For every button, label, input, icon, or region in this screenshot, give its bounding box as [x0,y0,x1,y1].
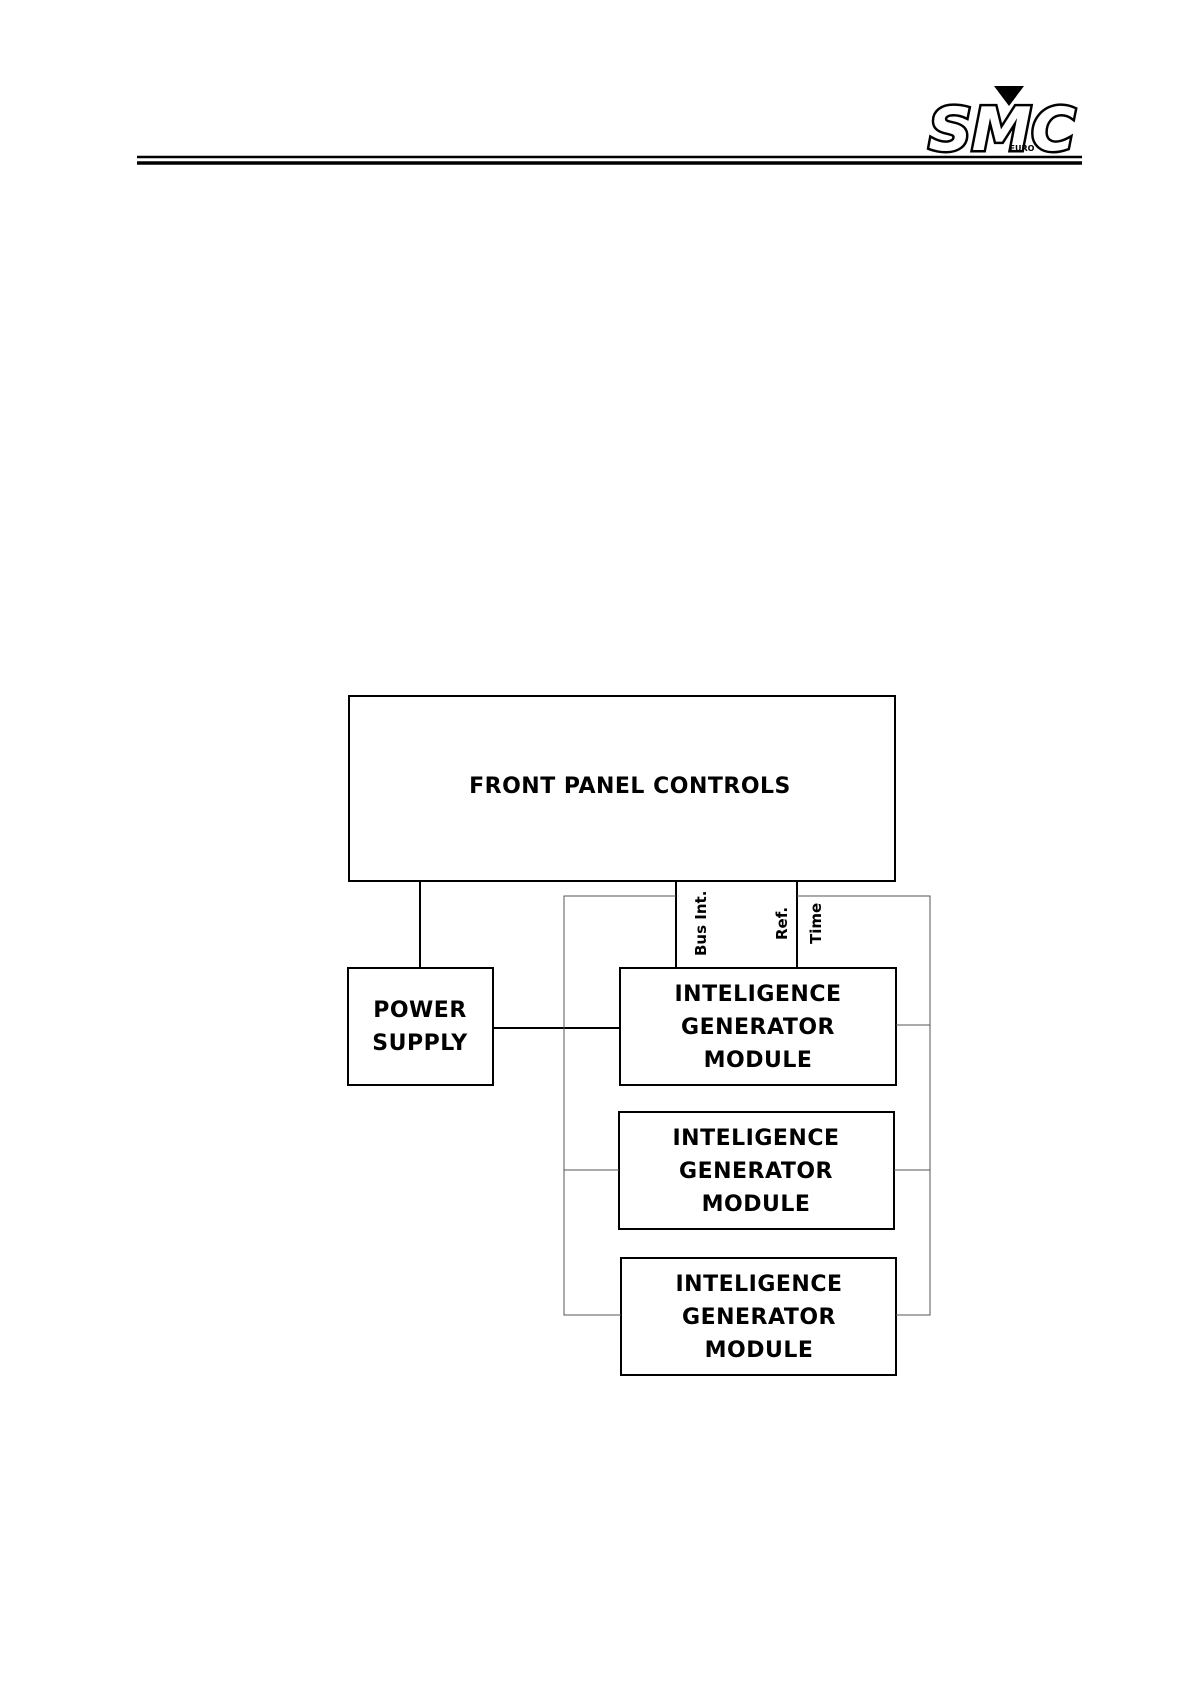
signal-label-time: Time [807,903,825,944]
module-3-line-3: MODULE [705,1338,814,1363]
power-supply-label-line-1: POWER [373,998,467,1023]
module-2-line-2: GENERATOR [679,1159,833,1184]
power-supply-label-line-2: SUPPLY [372,1031,468,1056]
module-1-line-1: INTELIGENCE [674,982,841,1007]
smc-logo: SMC EURO [929,86,1076,165]
module-3-line-1: INTELIGENCE [675,1272,842,1297]
module-2-line-3: MODULE [702,1192,811,1217]
right-bus [797,896,930,1315]
module-2-line-1: INTELIGENCE [672,1126,839,1151]
logo-subtext: EURO [1010,144,1035,153]
power-supply-box [348,968,493,1085]
logo-text: SMC [929,95,1076,165]
module-3-line-2: GENERATOR [682,1305,836,1330]
signal-label-bus-int: Bus Int. [692,891,710,956]
front-panel-label: FRONT PANEL CONTROLS [469,774,791,799]
module-1-line-3: MODULE [704,1048,813,1073]
left-bus [564,896,676,1315]
signal-label-ref: Ref. [773,907,791,940]
module-1-line-2: GENERATOR [681,1015,835,1040]
